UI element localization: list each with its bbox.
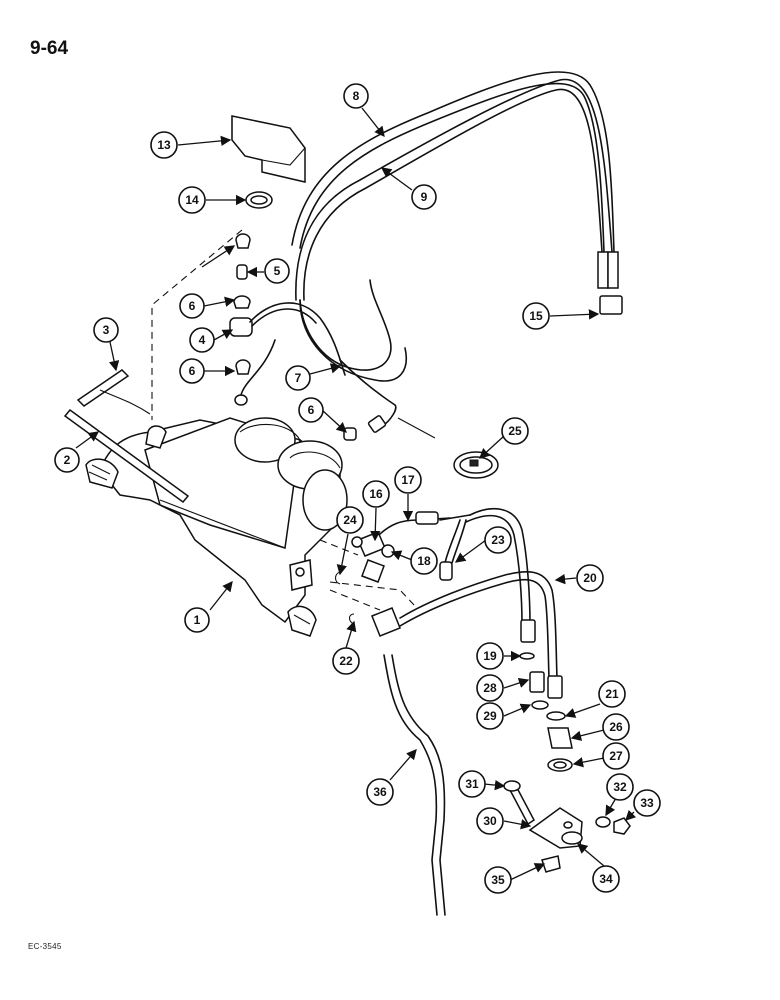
callout-19: 19 (476, 642, 504, 670)
svg-text:7: 7 (295, 371, 302, 385)
callout-25: 25 (501, 417, 529, 445)
svg-text:36: 36 (373, 785, 387, 799)
svg-text:9: 9 (421, 190, 428, 204)
svg-text:32: 32 (613, 780, 627, 794)
svg-text:30: 30 (483, 814, 497, 828)
callout-22: 22 (332, 647, 360, 675)
svg-text:6: 6 (308, 403, 315, 417)
callout-6b: 6 (179, 358, 205, 384)
svg-text:35: 35 (491, 873, 505, 887)
callout-3: 3 (93, 317, 119, 343)
figure-code: EC-3545 (28, 942, 62, 951)
svg-text:5: 5 (274, 264, 281, 278)
svg-text:26: 26 (609, 720, 623, 734)
callout-6c: 6 (298, 397, 324, 423)
svg-text:6: 6 (189, 299, 196, 313)
callout-6a: 6 (179, 293, 205, 319)
svg-text:24: 24 (343, 513, 357, 527)
callout-35: 35 (484, 866, 512, 894)
callout-27: 27 (602, 742, 630, 770)
callout-34: 34 (592, 865, 620, 893)
svg-text:33: 33 (640, 796, 654, 810)
svg-text:4: 4 (199, 333, 206, 347)
callout-15: 15 (522, 302, 550, 330)
svg-text:8: 8 (353, 89, 360, 103)
callout-33: 33 (633, 789, 661, 817)
callout-14: 14 (178, 186, 206, 214)
callout-28: 28 (476, 674, 504, 702)
svg-text:19: 19 (483, 649, 497, 663)
svg-text:13: 13 (157, 138, 171, 152)
callout-5: 5 (264, 258, 290, 284)
svg-text:1: 1 (194, 613, 201, 627)
callout-13: 13 (150, 131, 178, 159)
callout-20: 20 (576, 564, 604, 592)
callout-36: 36 (366, 778, 394, 806)
svg-text:6: 6 (189, 364, 196, 378)
svg-text:15: 15 (529, 309, 543, 323)
drain-tube (383, 654, 446, 916)
svg-text:27: 27 (609, 749, 623, 763)
svg-text:3: 3 (103, 323, 110, 337)
svg-text:21: 21 (605, 687, 619, 701)
insulation-block (231, 115, 306, 183)
callout-23: 23 (484, 526, 512, 554)
mounting-outline (151, 229, 243, 420)
page-number: 9-64 (30, 38, 69, 59)
callout-18: 18 (410, 547, 438, 575)
water-valve-assembly (229, 233, 357, 441)
callout-32: 32 (606, 773, 634, 801)
callout-24: 24 (336, 506, 364, 534)
hardware (348, 451, 631, 873)
svg-text:20: 20 (583, 571, 597, 585)
callout-29: 29 (476, 702, 504, 730)
callout-17: 17 (394, 466, 422, 494)
svg-text:16: 16 (369, 487, 383, 501)
callout-9: 9 (411, 184, 437, 210)
callout-16: 16 (362, 480, 390, 508)
svg-text:29: 29 (483, 709, 497, 723)
return-hoses (371, 508, 563, 699)
svg-text:34: 34 (599, 872, 613, 886)
callout-2: 2 (54, 447, 80, 473)
hose-routing-outline (319, 539, 416, 611)
svg-text:25: 25 (508, 424, 522, 438)
svg-text:14: 14 (185, 193, 199, 207)
callout-26: 26 (602, 713, 630, 741)
svg-text:17: 17 (401, 473, 415, 487)
leader-lines (75, 107, 637, 881)
callout-4: 4 (189, 327, 215, 353)
hose-clamp (245, 191, 273, 209)
callout-7: 7 (285, 365, 311, 391)
svg-text:23: 23 (491, 533, 505, 547)
svg-text:2: 2 (64, 453, 71, 467)
callout-8: 8 (343, 83, 369, 109)
svg-text:22: 22 (339, 654, 353, 668)
svg-text:28: 28 (483, 681, 497, 695)
heater-blower-housing (85, 417, 348, 637)
heater-hoses (291, 71, 623, 439)
callout-31: 31 (458, 770, 486, 798)
callout-1: 1 (184, 607, 210, 633)
callout-21: 21 (598, 680, 626, 708)
callout-30: 30 (476, 807, 504, 835)
svg-text:18: 18 (417, 554, 431, 568)
svg-text:31: 31 (465, 777, 479, 791)
